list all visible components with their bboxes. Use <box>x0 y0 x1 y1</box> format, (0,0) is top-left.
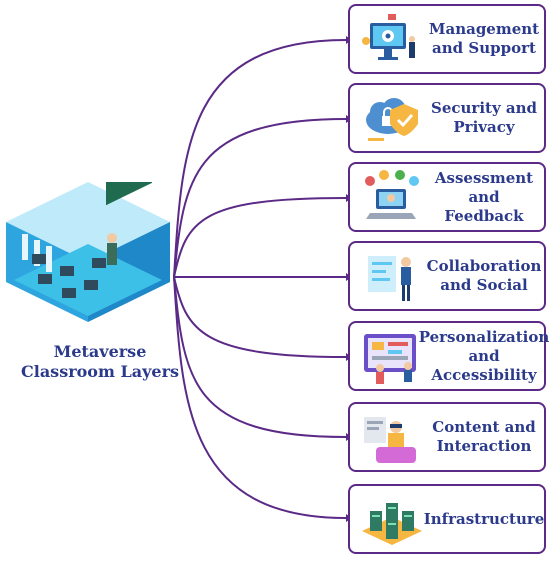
isometric-classroom-icon <box>6 182 170 322</box>
connector-content <box>173 276 347 438</box>
presenter-board-icon <box>368 256 411 301</box>
layer-label-line2: and Social <box>440 276 528 294</box>
layer-label-line1: Infrastructure <box>423 509 545 528</box>
layer-label-infrastructure: Infrastructure <box>424 486 545 552</box>
layer-label-line1: Personalization <box>418 327 550 346</box>
connector-security <box>173 118 347 278</box>
layer-box-infrastructure: Infrastructure <box>348 484 546 554</box>
layer-label-line2: Interaction <box>436 437 532 455</box>
layer-label-line3: Accessibility <box>431 365 537 384</box>
connector-infrastructure <box>173 276 347 519</box>
hub-title-line2: Classroom Layers <box>21 362 179 381</box>
layer-label-line1: Assessment and <box>434 168 534 206</box>
hub-title-line1: Metaverse <box>53 342 147 361</box>
connector-personalization <box>173 276 347 358</box>
dashboard-users-icon <box>364 334 416 384</box>
connector-management <box>173 39 347 278</box>
layer-label-line2: and <box>468 346 500 365</box>
layer-label-line2: Feedback <box>444 206 524 225</box>
hub-title: Metaverse Classroom Layers <box>20 342 180 382</box>
connector-assessment <box>173 197 347 278</box>
laptop-feedback-icon <box>365 170 419 219</box>
layer-label-line1: Content and <box>432 418 536 436</box>
layer-label-line2: and Support <box>432 39 536 57</box>
server-stack-icon <box>362 503 422 545</box>
layer-label-line1: Collaboration <box>426 257 542 275</box>
monitor-gear-icon <box>362 14 415 60</box>
layer-label-line1: Security and <box>431 99 537 117</box>
cloud-lock-shield-icon <box>366 98 418 141</box>
vr-user-icon <box>364 417 416 463</box>
layer-label-line1: Management <box>428 20 540 38</box>
layer-label-line2: Privacy <box>453 118 515 136</box>
